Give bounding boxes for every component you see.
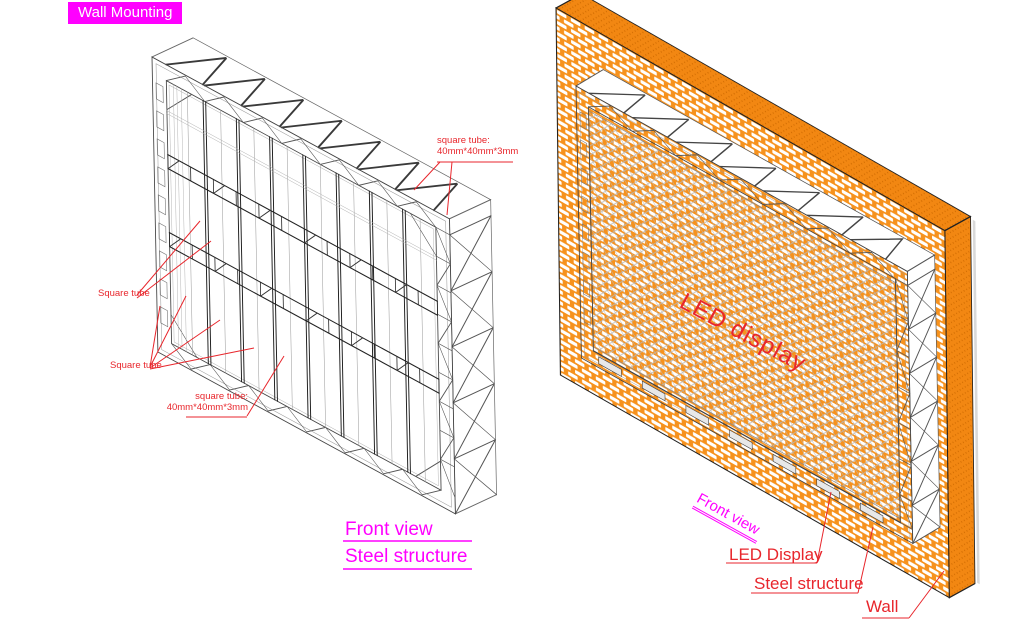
square-tube-spec-bottom-label: square tube: 40mm*40mm*3mm <box>164 391 248 413</box>
square-tube-lower-label: Square tube <box>110 360 162 371</box>
title-badge: Wall Mounting <box>68 2 183 24</box>
led-display-frame <box>575 69 941 545</box>
square-tube-spec-top-label: square tube: 40mm*40mm*3mm <box>437 135 519 157</box>
spec-top-line2: 40mm*40mm*3mm <box>437 145 519 157</box>
steel-structure-front-view <box>151 37 497 515</box>
red-leader-lines <box>136 161 945 619</box>
spec-bottom-line2: 40mm*40mm*3mm <box>166 401 248 413</box>
left-caption-steel-structure: Steel structure <box>345 546 468 567</box>
caption-underlines <box>343 540 472 570</box>
square-tube-upper-label: Square tube <box>98 288 150 299</box>
left-caption-front-view: Front view <box>345 519 433 540</box>
steel-frame-internal-tubes <box>166 84 440 482</box>
spec-top-line1: square tube: <box>437 135 490 146</box>
callout-steel-structure: Steel structure <box>754 574 864 593</box>
display-frame-right-face <box>907 254 941 545</box>
callout-led-display: LED Display <box>729 545 823 564</box>
display-frame-front-face <box>575 85 914 545</box>
steel-frame-front-face <box>151 56 456 515</box>
spec-bottom-line1: square tube: <box>195 391 248 402</box>
steel-frame-right-face <box>449 198 497 515</box>
callout-wall: Wall <box>866 597 899 616</box>
